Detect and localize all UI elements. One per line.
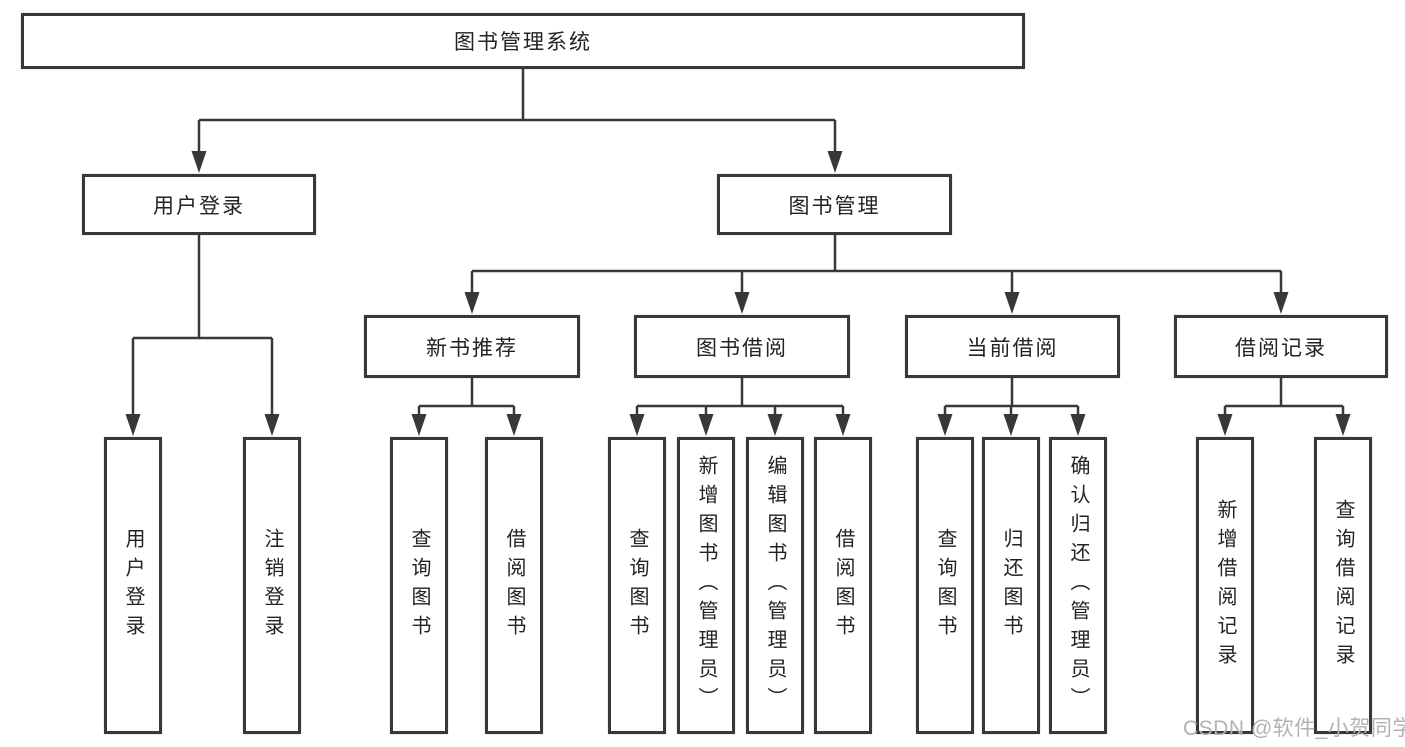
leaf-query-books-borrow: 查询图书: [608, 437, 666, 734]
node-current-borrow: 当前借阅: [905, 315, 1120, 378]
connector-paths: [131, 69, 1345, 418]
node-label: 图书管理: [788, 194, 881, 218]
leaf-return-books: 归还图书: [982, 437, 1040, 734]
node-label: 图书管理系统: [454, 31, 592, 54]
node-user-login: 用户登录: [82, 174, 316, 235]
csdn-watermark: CSDN @软件_小贺同学: [1183, 717, 1405, 740]
leaf-confirm-return-admin: 确认归还（管理员）: [1049, 437, 1107, 734]
leaf-query-borrow-record: 查询借阅记录: [1314, 437, 1372, 734]
node-label: 确认归还（管理员）: [1067, 455, 1089, 716]
node-label: 用户登录: [122, 527, 144, 644]
node-label: 借阅图书: [832, 527, 854, 644]
node-label: 查询图书: [626, 527, 648, 644]
node-label: 归还图书: [1000, 527, 1022, 644]
node-label: 当前借阅: [966, 336, 1059, 360]
node-book-management: 图书管理: [717, 174, 952, 235]
node-label: 图书借阅: [696, 336, 788, 360]
node-label: 新增借阅记录: [1214, 498, 1236, 673]
leaf-logout: 注销登录: [243, 437, 301, 734]
node-borrow-records: 借阅记录: [1174, 315, 1388, 378]
leaf-query-books-recommend: 查询图书: [390, 437, 448, 734]
leaf-borrow-books-recommend: 借阅图书: [485, 437, 543, 734]
node-label: 借阅记录: [1235, 336, 1327, 360]
node-book-borrow: 图书借阅: [634, 315, 850, 378]
node-label: 查询图书: [934, 527, 956, 644]
node-label: 新书推荐: [426, 336, 518, 360]
node-new-book-recommend: 新书推荐: [364, 315, 580, 378]
leaf-user-login: 用户登录: [104, 437, 162, 734]
leaf-query-books-current: 查询图书: [916, 437, 974, 734]
node-label: 新增图书（管理员）: [695, 455, 717, 716]
leaf-edit-books-admin: 编辑图书（管理员）: [746, 437, 804, 734]
node-label: 借阅图书: [503, 527, 525, 644]
leaf-borrow-books: 借阅图书: [814, 437, 872, 734]
node-library-management-system: 图书管理系统: [21, 13, 1025, 69]
node-label: 用户登录: [153, 194, 245, 218]
leaf-add-borrow-record: 新增借阅记录: [1196, 437, 1254, 734]
connector-arrowheads: [125, 151, 1351, 436]
node-label: 查询借阅记录: [1332, 498, 1354, 673]
node-label: 注销登录: [261, 527, 283, 644]
node-label: 编辑图书（管理员）: [764, 455, 786, 716]
node-label: 查询图书: [408, 527, 430, 644]
leaf-add-books-admin: 新增图书（管理员）: [677, 437, 735, 734]
